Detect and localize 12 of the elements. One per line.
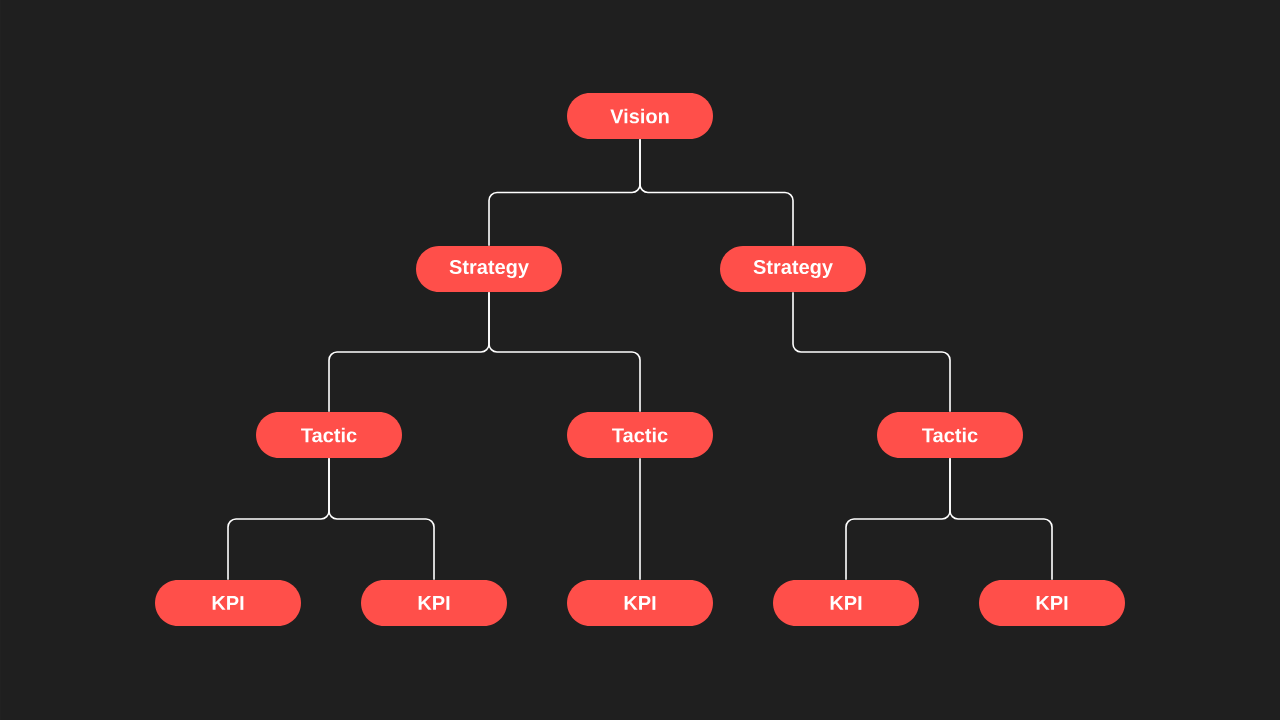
label-box: Tactic: [567, 412, 713, 458]
label-box: Strategy: [720, 246, 866, 292]
label-box: Tactic: [256, 412, 402, 458]
label-box: Vision: [567, 93, 713, 139]
label-box: Strategy: [416, 246, 562, 292]
connector-line: [488, 291, 641, 413]
connector-line: [792, 291, 951, 413]
connector-line: [639, 138, 794, 247]
connector-line: [949, 457, 1053, 581]
connector-line: [328, 457, 435, 581]
connector-line: [639, 457, 641, 581]
label-box: Tactic: [877, 412, 1023, 458]
